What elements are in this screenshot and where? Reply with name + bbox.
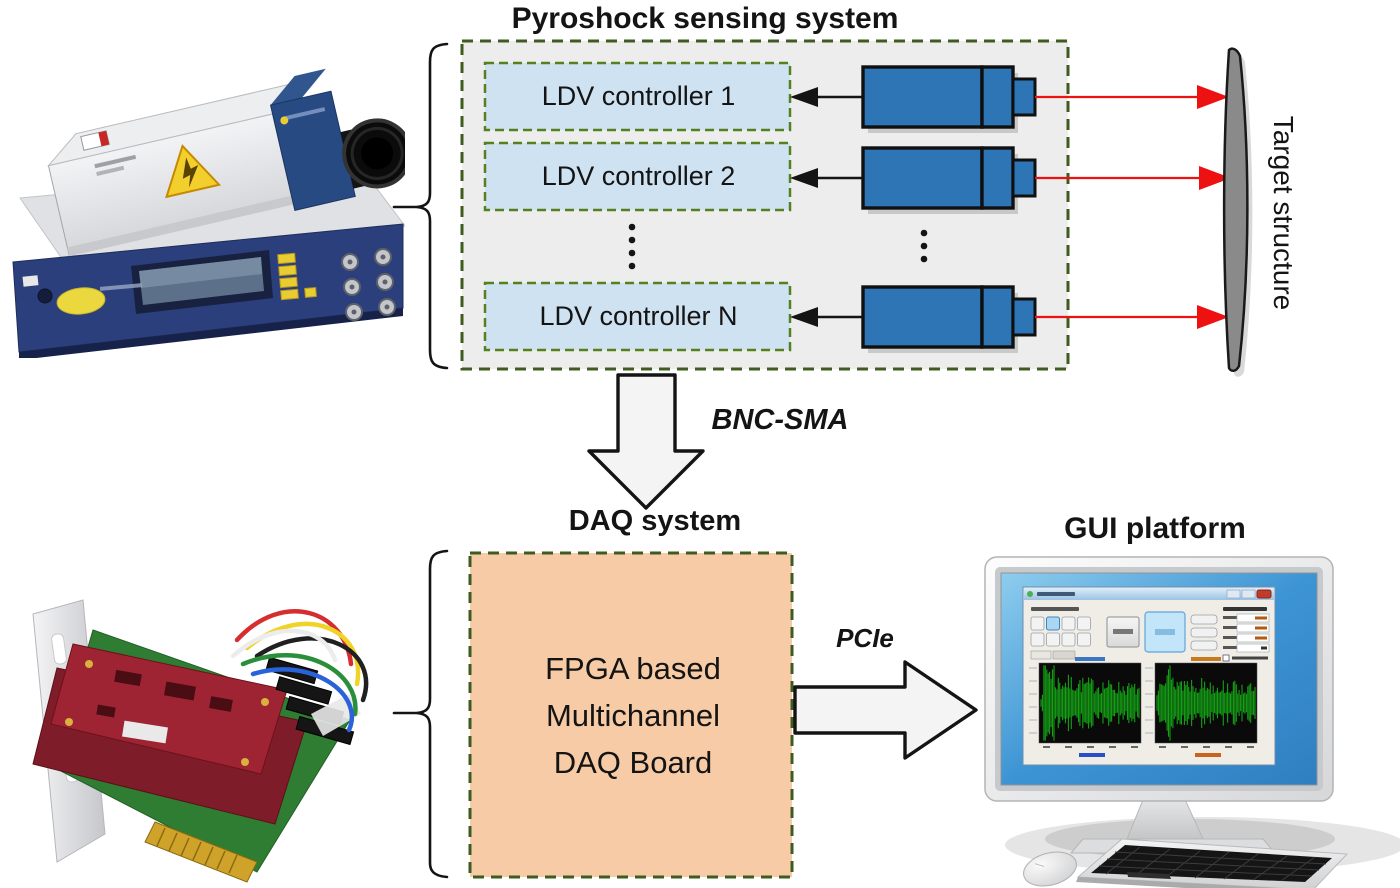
window-titlebar [1024, 588, 1274, 600]
bnc-connectors [341, 248, 396, 321]
daq-mezzanine-upper [50, 643, 288, 775]
gui-platform-graphic [984, 556, 1400, 888]
channel-selection-label [1031, 607, 1079, 611]
pcie-label: PCIe [836, 622, 894, 653]
daq-system-title: DAQ system [568, 504, 742, 537]
side-buttons [1190, 614, 1218, 651]
app-icon [1027, 591, 1033, 597]
plot-tabs [1030, 650, 1076, 660]
ldv-head [47, 68, 405, 257]
daq-settings-panel [1222, 607, 1270, 662]
sensor-to-controller-arrows [816, 95, 863, 319]
laser-beams [1035, 95, 1201, 319]
wire-harness [230, 609, 369, 733]
gui-platform-title: GUI platform [1064, 512, 1246, 545]
mouse [1023, 851, 1077, 887]
laser-arrowheads [1197, 85, 1231, 329]
x-tick-labels [1043, 746, 1254, 748]
right-plot-title [1191, 657, 1221, 661]
ldv-controller-2-label: LDV controller 2 [541, 161, 736, 191]
controller-ellipsis-dots [628, 223, 636, 270]
close-button [1256, 589, 1272, 599]
axis-tick-labels [1029, 667, 1153, 734]
target-structure-label: Target structure [1268, 115, 1299, 311]
right-xaxis-label [1195, 753, 1221, 757]
keyboard [1076, 838, 1349, 888]
waveform-right [1156, 665, 1256, 741]
controller-buttons [277, 252, 317, 301]
gui-window [1022, 586, 1276, 766]
ldv-controller-photo [12, 68, 405, 358]
waveform-left [1040, 665, 1140, 741]
daq-box-text: FPGA based Multichannel DAQ Board [545, 650, 721, 780]
ldv-sensor-heads [861, 65, 1037, 353]
daq-photo-brace [392, 549, 449, 879]
ldv-controller-n-label: LDV controller N [539, 301, 738, 331]
left-xaxis-label [1079, 753, 1105, 757]
target-structure-shape [1222, 47, 1253, 377]
maximize-button [1241, 589, 1256, 599]
left-plot-title [1075, 657, 1105, 661]
minimize-button [1226, 589, 1241, 599]
sensing-photo-brace [392, 42, 449, 370]
gold-edge-connector [144, 821, 258, 883]
channel-buttons [1030, 616, 1091, 647]
fpga-board-photo [32, 599, 369, 883]
sensor-ellipsis-dots [920, 229, 928, 263]
ldv-controller-1-label: LDV controller 1 [541, 81, 736, 111]
bnc-sma-label: BNC-SMA [711, 403, 849, 436]
bnc-sma-arrow [587, 373, 705, 510]
window-title-text [1037, 592, 1075, 596]
black-arrowheads [790, 87, 818, 327]
pcie-arrow [793, 660, 978, 760]
pyroshock-system-title: Pyroshock sensing system [511, 2, 899, 35]
daq-box [468, 551, 794, 879]
ldv-controller-boxes [483, 61, 792, 352]
threshold-checkbox [1222, 654, 1230, 662]
